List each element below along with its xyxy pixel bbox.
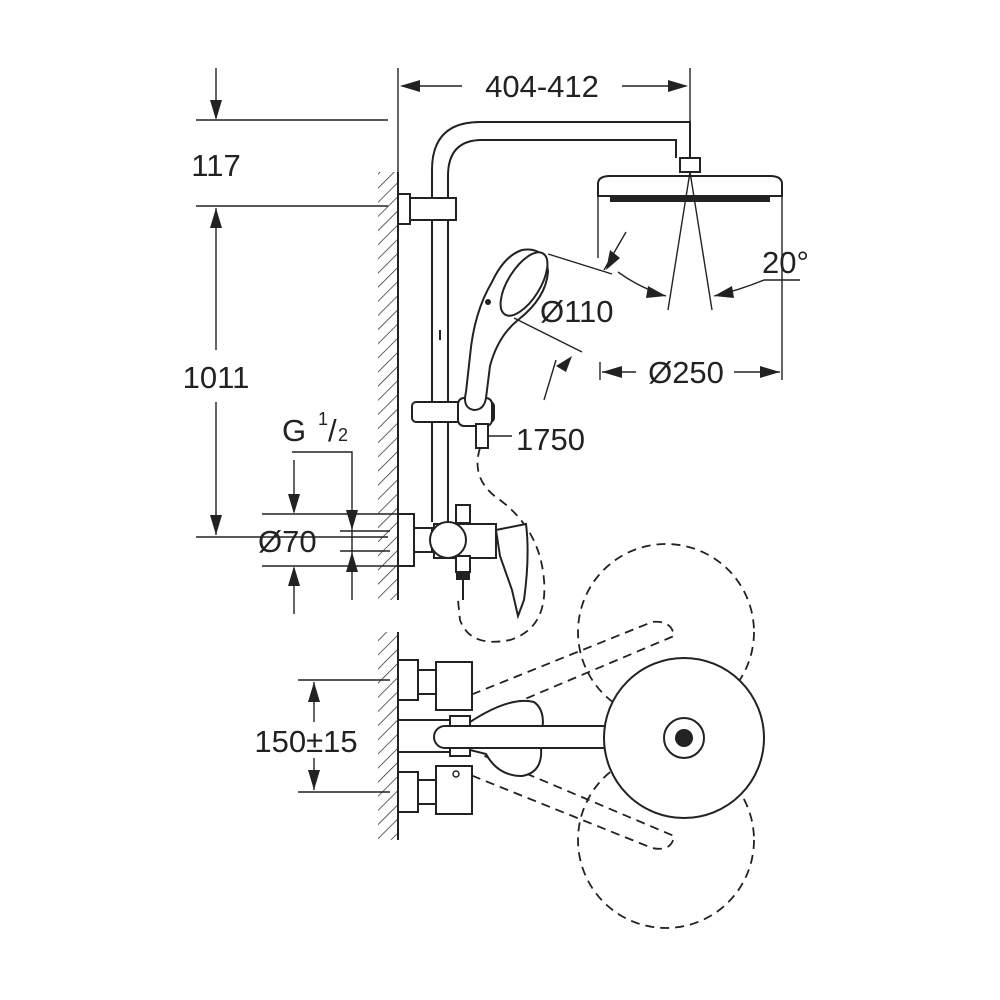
headshower-diameter-label: Ø250 xyxy=(648,355,724,390)
width-range-label: 404-412 xyxy=(485,69,599,104)
thread-prefix-label: G xyxy=(282,413,306,448)
dimension-width: 404-412 xyxy=(397,68,691,172)
wall-side-view xyxy=(378,172,399,600)
thread-spec: G 1 / 2 xyxy=(282,409,390,600)
handshower-diameter-label: Ø110 xyxy=(540,294,614,329)
inlet-spacing-label: 150±15 xyxy=(254,724,357,759)
swivel-angle-label: 20° xyxy=(762,245,809,280)
shower-hose: 1750 xyxy=(457,422,585,643)
flange-diameter-label: Ø70 xyxy=(258,524,317,559)
dimension-inlet-spacing: 150±15 xyxy=(254,679,390,793)
thread-slash-label: / xyxy=(328,413,337,448)
dimension-flange: Ø70 xyxy=(258,460,400,614)
mixer-side xyxy=(397,504,529,620)
top-offset-label: 117 xyxy=(191,148,240,183)
dimension-top-offset: 117 xyxy=(191,68,388,183)
hand-shower: Ø110 xyxy=(464,231,627,412)
hose-length-label: 1750 xyxy=(516,422,585,457)
head-shower-side: 20° xyxy=(597,157,809,380)
thread-denominator-label: 2 xyxy=(338,425,348,445)
height-label: 1011 xyxy=(183,360,250,395)
wall-flange xyxy=(397,513,415,567)
dimension-headshower: Ø250 xyxy=(599,355,780,390)
thread-numerator-label: 1 xyxy=(318,409,328,429)
head-shower-top-view xyxy=(433,657,765,819)
dimension-height: 1011 xyxy=(183,205,388,538)
wall-top-view xyxy=(378,632,399,840)
